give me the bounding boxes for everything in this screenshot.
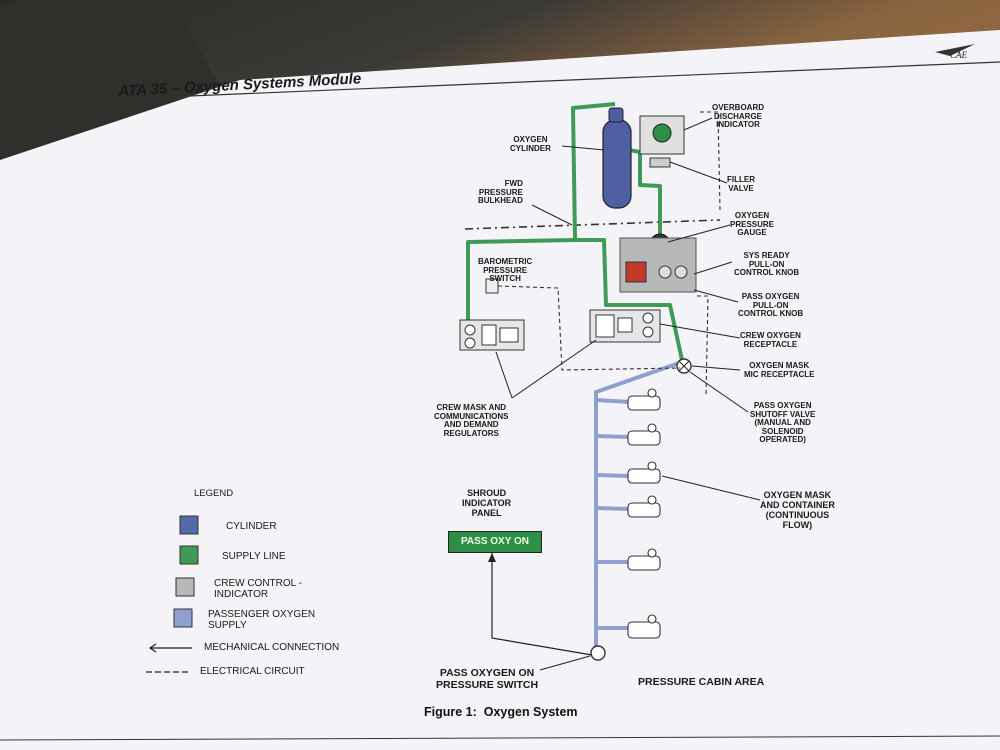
legend-swatch-control — [175, 577, 195, 597]
filler-valve-shape — [649, 157, 671, 168]
legend-swatch-passenger — [173, 608, 193, 628]
passenger-supply-main — [594, 360, 683, 655]
legend-label-control: CREW CONTROL - INDICATOR — [214, 578, 302, 600]
header-rule — [94, 61, 1000, 101]
passenger-masks — [627, 388, 661, 639]
electrical-circuits — [497, 111, 721, 396]
legend-swatch-cylinder — [179, 515, 199, 535]
oxygen-cylinder-shape — [602, 107, 632, 209]
label-mask-container: OXYGEN MASK AND CONTAINER (CONTINUOUS FL… — [760, 490, 835, 530]
overboard-discharge-indicator-shape — [639, 115, 685, 155]
legend-label-mechanical: MECHANICAL CONNECTION — [204, 642, 340, 653]
supply-line-crew — [466, 238, 576, 328]
label-crew-mask: CREW MASK AND COMMUNICATIONS AND DEMAND … — [434, 403, 509, 438]
label-overboard-discharge: OVERBOARD DISCHARGE INDICATOR — [712, 103, 765, 129]
cae-logo: CAE — [950, 50, 967, 60]
passenger-supply-lines — [594, 360, 683, 655]
supply-line-main — [571, 102, 684, 361]
label-mask-mic: OXYGEN MASK MIC RECEPTACLE — [744, 361, 815, 379]
legend-label-supply: SUPPLY LINE — [222, 551, 286, 562]
crew-regulator-left-shape — [459, 319, 525, 351]
label-shutoff-valve: PASS OXYGEN SHUTOFF VALVE (MANUAL AND SO… — [750, 401, 816, 444]
label-sys-ready: SYS READY PULL-ON CONTROL KNOB — [734, 251, 800, 277]
label-filler-valve: FILLER VALVE — [727, 175, 755, 193]
legend-label-passenger: PASSENGER OXYGEN SUPPLY — [208, 609, 316, 631]
supply-line-cylinder-gauge — [628, 148, 662, 240]
legend-line-samples — [146, 643, 192, 673]
bulkhead-line — [464, 219, 721, 230]
label-shroud-panel: SHROUD INDICATOR PANEL — [462, 488, 512, 518]
crew-regulator-right-shape — [589, 309, 661, 343]
supply-lines — [466, 102, 684, 361]
label-pressure-cabin: PRESSURE CABIN AREA — [638, 676, 765, 688]
cae-logo-mark — [935, 44, 975, 56]
label-fwd-bulkhead: FWD PRESSURE BULKHEAD — [478, 179, 523, 205]
label-barometric-switch: BAROMETRIC PRESSURE SWITCH — [478, 257, 533, 283]
legend-title: LEGEND — [194, 488, 234, 499]
label-pressure-gauge: OXYGEN PRESSURE GAUGE — [730, 211, 775, 237]
legend-label-cylinder: CYLINDER — [226, 521, 277, 532]
pressure-switch-shape — [590, 645, 606, 661]
legend-swatch-supply — [179, 545, 199, 565]
figure-caption: Figure 1: Oxygen System — [424, 705, 578, 719]
label-pass-oxygen-knob: PASS OXYGEN PULL-ON CONTROL KNOB — [738, 292, 804, 318]
label-oxygen-cylinder: OXYGEN CYLINDER — [510, 135, 551, 153]
leader-lines — [495, 117, 761, 671]
footer-rule — [0, 735, 1000, 741]
label-crew-receptacle: CREW OXYGEN RECEPTACLE — [740, 331, 801, 349]
legend-label-electrical: ELECTRICAL CIRCUIT — [200, 666, 305, 677]
label-pressure-switch: PASS OXYGEN ON PRESSURE SWITCH — [436, 667, 539, 691]
mechanical-connection-line — [491, 553, 593, 656]
legend-swatches — [173, 515, 199, 628]
pass-oxy-on-indicator: PASS OXY ON — [448, 531, 542, 553]
crew-control-panel-shape — [619, 237, 697, 293]
